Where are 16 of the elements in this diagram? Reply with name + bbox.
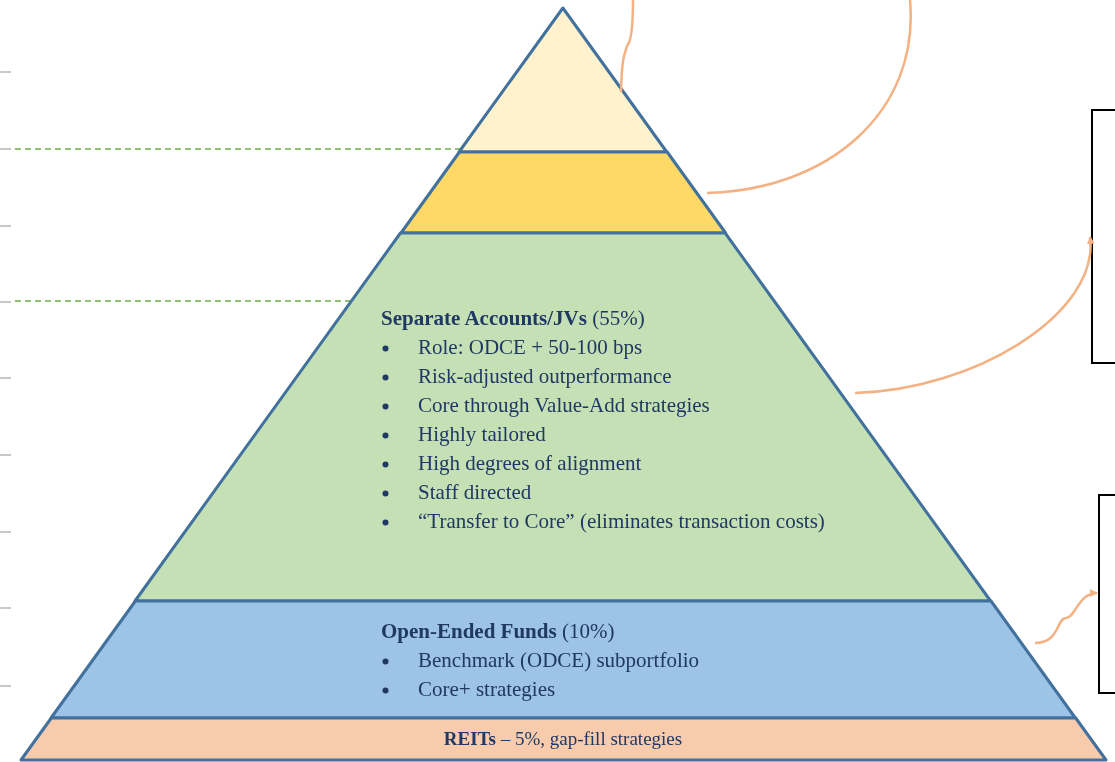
- tier-heading: Separate Accounts/JVs (55%): [381, 305, 646, 332]
- connector-line: [619, 0, 635, 93]
- connector-line: [706, 0, 912, 195]
- connector-arrow: [1034, 589, 1098, 645]
- bullet-text: Role: ODCE + 50-100 bps: [418, 334, 643, 361]
- bullet-text: Core+ strategies: [418, 676, 556, 703]
- bullet-text: Benchmark (ODCE) subportfolio: [418, 647, 700, 674]
- bullet-text: High degrees of alignment: [418, 450, 642, 477]
- bullet-text: Core through Value-Add strategies: [418, 392, 710, 419]
- bullet-text: Highly tailored: [418, 421, 546, 448]
- connector-arrow: [854, 236, 1094, 395]
- bullet-text: “Transfer to Core” (eliminates transaction costs): [418, 508, 825, 535]
- bullet-text: Risk-adjusted outperformance: [418, 363, 672, 390]
- tier-heading: Open-Ended Funds (10%): [381, 618, 616, 645]
- tier-label: REITs – 5%, gap-fill strategies: [443, 727, 683, 751]
- bullet-text: Staff directed: [418, 479, 532, 506]
